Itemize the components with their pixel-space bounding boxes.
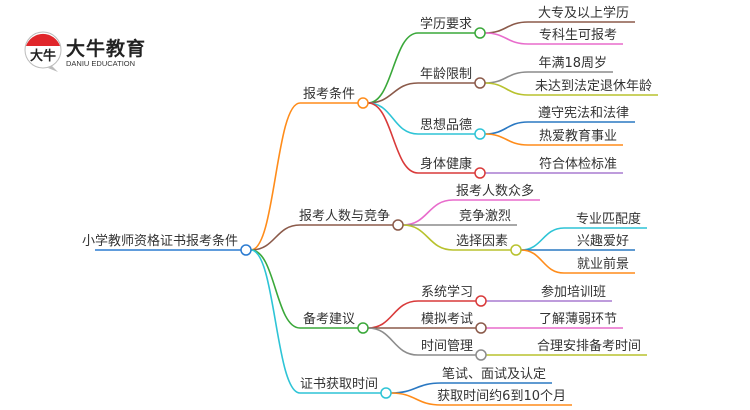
subtopic-link [367,102,475,135]
leaf-topic: 竞争激烈 [459,208,511,224]
branch-link [250,224,393,251]
subtopic-link [367,32,475,104]
subtopic: 模拟考试 [421,312,473,327]
leaf-topic: 年满18周岁 [538,56,607,71]
subtopic-link [367,327,476,356]
subtopic-node-handle[interactable] [475,322,487,334]
branch-topic: 报考条件 [303,86,355,102]
branch-node-handle[interactable] [392,219,404,231]
subtopic: 思想品德 [420,117,472,133]
root-topic: 小学教师资格证书报考条件 [82,233,238,249]
branch-node-handle[interactable] [380,387,392,399]
leaf-topic: 了解薄弱环节 [539,312,617,327]
branch-link [250,249,358,329]
subtopic-link [367,300,476,329]
leaf-link [484,32,623,45]
subtopic: 系统学习 [421,284,473,300]
logo: 大牛 大牛教育 DANIU EDUCATION [22,28,152,73]
leaf-topic: 获取时间约6到10个月 [437,389,566,404]
subtopic-node-handle[interactable] [474,77,486,89]
subtopic-node-handle[interactable] [474,167,486,179]
leaf-topic: 参加培训班 [541,284,606,300]
branch-node-handle[interactable] [357,97,369,109]
leaf-topic: 就业前景 [577,256,629,272]
logo-mark-text: 大牛 [30,48,56,64]
branch-link [250,249,381,394]
subtopic: 选择因素 [456,234,508,249]
subtopic: 年龄限制 [420,67,472,82]
subtopic-link [367,82,475,104]
leaf-link [484,133,623,146]
branch-topic: 备考建议 [303,311,355,327]
subtopic: 时间管理 [421,339,473,354]
logo-subtitle: DANIU EDUCATION [66,59,136,68]
subtopic-node-handle[interactable] [510,244,522,256]
leaf-topic: 专科生可报考 [539,28,617,43]
subtopic-link [367,102,475,174]
branch-link [250,102,358,251]
leaf-topic: 符合体检标准 [539,156,617,172]
leaf-topic: 兴趣爱好 [577,234,629,249]
branch-node-handle[interactable] [357,322,369,334]
leaf-topic: 专业匹配度 [576,211,641,227]
subtopic-link [402,224,511,251]
root-node-handle[interactable] [240,244,252,256]
subtopic-node-handle[interactable] [474,128,486,140]
branch-topic: 报考人数与竞争 [299,208,390,224]
leaf-link [484,82,658,96]
branch-topic: 证书获取时间 [300,377,378,392]
leaf-topic: 合理安排备考时间 [537,338,641,354]
leaf-topic: 笔试、面试及认定 [442,366,546,382]
leaf-link [520,249,635,274]
subtopic-node-handle[interactable] [475,295,487,307]
subtopic: 学历要求 [420,16,472,32]
leaf-topic: 报考人数众多 [456,183,534,199]
subtopic-node-handle[interactable] [474,27,486,39]
subtopic-node-handle[interactable] [475,349,487,361]
leaf-topic: 热爱教育事业 [539,128,617,144]
leaf-topic: 遵守宪法和法律 [538,105,629,121]
logo-mark-icon: 大牛 [24,31,62,72]
leaf-topic: 大专及以上学历 [538,5,629,21]
leaf-topic: 未达到法定退休年龄 [535,79,652,94]
leaf-link [402,199,540,226]
leaf-link [390,392,572,406]
logo-name: 大牛教育 [66,38,147,60]
subtopic: 身体健康 [420,156,472,172]
